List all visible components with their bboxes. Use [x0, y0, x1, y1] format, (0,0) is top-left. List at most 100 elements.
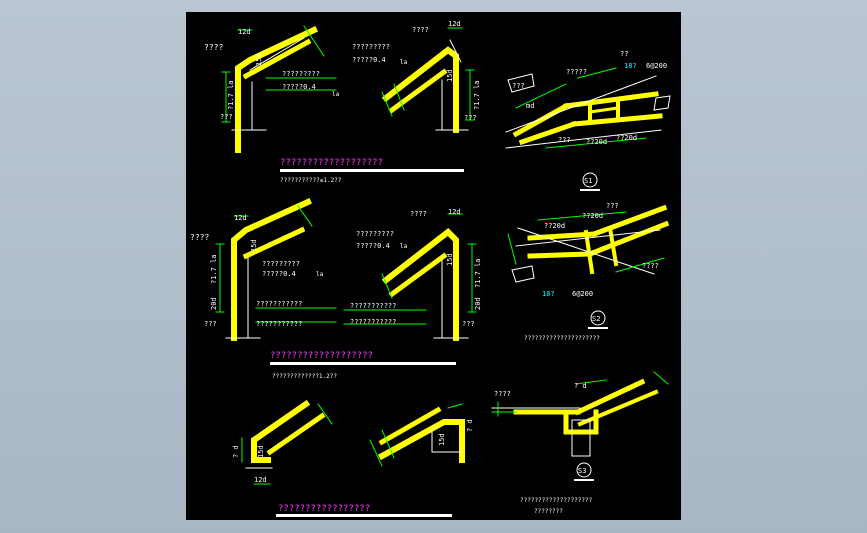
- detail-6-dim-side: 15d: [438, 433, 446, 446]
- detail-5-dim-side: 15d: [257, 445, 265, 458]
- detail-5-dim-bottom: 12d: [254, 476, 267, 484]
- row-3-title: ?????????????????: [278, 504, 370, 514]
- detail-6-rebar: [377, 406, 465, 463]
- detail-2-dim-vertical: ?1.7 la: [473, 80, 481, 110]
- detail-1-dim-side: 15d: [255, 53, 263, 66]
- detail-3-note1: ?????????: [262, 260, 300, 268]
- section-1-tag-circle: [582, 172, 598, 188]
- detail-1-dims: [221, 25, 337, 123]
- section-1-bottom-left: ???: [558, 136, 571, 144]
- section-2-top1: ??20d: [544, 222, 565, 230]
- section-3-caption1: ????????????????????: [520, 497, 593, 504]
- detail-2-dim-top: 12d: [448, 20, 461, 28]
- detail-4-bottom-right: ???: [462, 320, 475, 328]
- section-2-rebar: [511, 204, 670, 283]
- row-2-title: ???????????????????: [270, 351, 373, 361]
- section-3-dims: [491, 371, 669, 417]
- detail-3-note4: ???????????: [256, 320, 302, 328]
- detail-5-dims: [241, 403, 333, 485]
- detail-5-left: ? d: [232, 445, 240, 458]
- section-3-top: ? d: [574, 382, 587, 390]
- detail-2-rebar: [381, 39, 469, 133]
- section-1-tag-underline: [580, 189, 600, 191]
- detail-2-note2: ?????0.4: [352, 56, 386, 64]
- detail-2-bottom-right: ???: [464, 114, 477, 122]
- section-1-spacing: 6@200: [646, 62, 667, 70]
- detail-2-note1: ?????????: [352, 43, 390, 51]
- section-1-left1: ???: [512, 82, 525, 90]
- section-3-rebar: [491, 378, 659, 457]
- detail-4-dims: [343, 213, 477, 325]
- detail-4-dim-vertical: ?1.7 la: [474, 258, 482, 288]
- section-3-caption2: ????????: [534, 508, 563, 515]
- detail-2-la: la: [400, 59, 408, 66]
- detail-1-note1: ?????????: [282, 70, 320, 78]
- detail-1-rebar: [231, 26, 318, 153]
- drawing-canvas: ???? 12d 15d ?1.7 la ????????? ?????0.4 …: [190, 20, 671, 517]
- section-2-dims: [507, 211, 665, 273]
- detail-3-la: la: [316, 271, 324, 278]
- row-2-title-underline: [270, 362, 456, 365]
- row-1-title-underline: [280, 169, 464, 172]
- section-2-tag-circle: [590, 310, 606, 326]
- detail-4-la: la: [400, 243, 408, 250]
- section-2-spacing: 6@200: [572, 290, 593, 298]
- section-2-caption: ?????????????????????: [524, 335, 600, 342]
- row-3-title-underline: [276, 514, 452, 517]
- detail-3-dim-lower: 20d: [210, 297, 218, 310]
- detail-3-rebar: [225, 198, 312, 341]
- detail-4-dim-top: 12d: [448, 208, 461, 216]
- section-3-tag: S3: [578, 467, 586, 475]
- section-1-bottom1: ??20d: [586, 138, 607, 146]
- detail-4-note2: ?????0.4: [356, 242, 390, 250]
- row-1-subtitle: ???????????≤1.2??: [280, 177, 342, 184]
- detail-4-note1: ?????????: [356, 230, 394, 238]
- detail-3-note3: ???????????: [256, 300, 302, 308]
- detail-6-right: ? d: [466, 419, 474, 432]
- detail-3-dims: [215, 205, 337, 323]
- detail-4-dim-side: 15d: [446, 253, 454, 266]
- section-1-angle: 18?: [624, 62, 637, 70]
- detail-3-note2: ?????0.4: [262, 270, 296, 278]
- section-3-tag-circle: [576, 462, 592, 478]
- detail-3-dim-vertical: ?1.7 la: [210, 254, 218, 284]
- detail-1-dim-vertical: ?1.7 la: [227, 80, 235, 110]
- detail-3-left-top: ????: [190, 233, 209, 242]
- detail-1-dim-top: 12d: [238, 28, 251, 36]
- section-2-tag-underline: [588, 327, 608, 329]
- section-2-top3: ???: [606, 202, 619, 210]
- detail-3-dim-side: 15d: [250, 239, 258, 252]
- section-1-left2: md: [526, 102, 534, 110]
- detail-6-dims: [369, 403, 463, 467]
- section-3-left: ????: [494, 390, 511, 398]
- drawing-sheet[interactable]: ???? 12d 15d ?1.7 la ????????? ?????0.4 …: [186, 12, 681, 520]
- detail-4-note3: ???????????: [350, 302, 396, 310]
- section-2-angle: 18?: [542, 290, 555, 298]
- section-3-tag-underline: [574, 479, 594, 481]
- detail-2-top: ????: [412, 26, 429, 34]
- detail-3-bottom-left: ???: [204, 320, 217, 328]
- section-1-tag: S1: [584, 177, 592, 185]
- section-1-label-top: ??: [620, 50, 628, 58]
- section-1-marks-top: ?????: [566, 68, 587, 76]
- section-1-rebar: [505, 73, 671, 149]
- detail-2-dim-side: 15d: [446, 69, 454, 82]
- detail-4-top: ????: [410, 210, 427, 218]
- section-1-bottom2: ??20d: [616, 134, 637, 142]
- detail-1-note2: ?????0.4: [282, 83, 316, 91]
- detail-1-left-top: ????: [204, 43, 223, 52]
- section-1-dims: [515, 67, 647, 149]
- detail-4-dim-lower: 20d: [474, 297, 482, 310]
- detail-3-dim-top: 12d: [234, 214, 247, 222]
- row-1-title: ???????????????????: [280, 158, 383, 168]
- section-2-top2: ??20d: [582, 212, 603, 220]
- detail-1-bottom-left: ???: [220, 113, 233, 121]
- detail-4-note4: ???????????: [350, 318, 396, 326]
- row-2-subtitle: ?????????????1.2??: [272, 373, 337, 380]
- detail-1-la: la: [332, 91, 340, 98]
- detail-5-rebar: [245, 399, 326, 469]
- section-2-right: ????: [642, 262, 659, 270]
- detail-4-rebar: [381, 228, 469, 341]
- section-2-tag: S2: [592, 315, 600, 323]
